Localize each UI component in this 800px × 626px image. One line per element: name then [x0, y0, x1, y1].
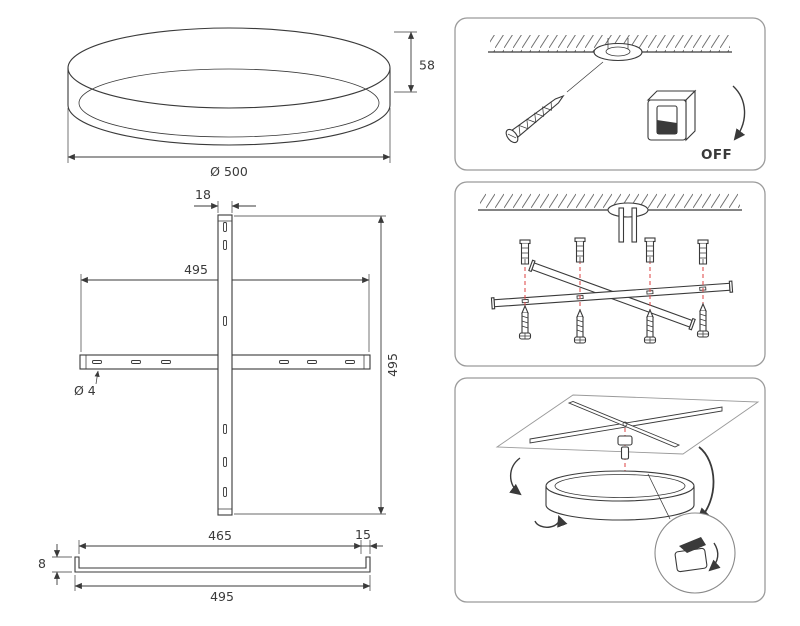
- power-switch-icon: [646, 89, 697, 142]
- ceiling-hatching: [490, 35, 730, 52]
- dimension-profile-height: 8: [38, 544, 72, 585]
- bracket-mounting-slots: [92, 222, 355, 497]
- alignment-guide-line: [566, 61, 604, 93]
- profile-end-tab-label: 15: [355, 527, 371, 542]
- mounting-bracket-perspective: [490, 259, 734, 331]
- dimension-profile-total-length: 495: [74, 575, 371, 604]
- wall-plug-icon: [697, 239, 709, 265]
- spring-clip-icon: [679, 537, 706, 553]
- step-panel-drill-and-power-off: OFF: [454, 17, 766, 171]
- bracket-vertical-span-label: 495: [385, 353, 400, 377]
- wire-connector: [617, 435, 633, 460]
- dimension-profile-end-tab: 15: [355, 527, 383, 554]
- dimension-lamp-height: 58: [394, 31, 435, 93]
- figure-bracket-plan-view: 495 495 18: [74, 187, 400, 516]
- bracket-arm-width-label: 18: [195, 187, 211, 202]
- profile-total-length-label: 495: [210, 589, 234, 604]
- hole-diameter-label: Ø 4: [74, 383, 96, 398]
- ceiling-hatching: [480, 193, 740, 210]
- step-panel-mount-bracket: [454, 181, 766, 367]
- step-panel-attach-lamp: [454, 377, 766, 603]
- wall-plug-icon: [644, 237, 656, 263]
- lamp-height-label: 58: [419, 58, 435, 73]
- bracket-cross-plan: [79, 214, 371, 516]
- clip-housing: [674, 547, 708, 573]
- dimension-lamp-diameter: Ø 500: [67, 108, 391, 179]
- lamp-body-3d: [545, 470, 695, 521]
- wall-plug-icon: [574, 237, 586, 263]
- clip-detail-magnifier: [654, 512, 736, 594]
- off-label: OFF: [701, 147, 732, 163]
- lamp-diffuser-edge: [78, 68, 380, 138]
- supply-wire: [618, 207, 625, 243]
- supply-wire: [631, 207, 638, 243]
- rotate-arrow-left-icon: [509, 457, 522, 496]
- alignment-guides: [524, 246, 704, 336]
- clip-action-arrow-icon: [708, 542, 721, 572]
- bracket-bar-long: [490, 280, 734, 310]
- lamp-body-drawing: [67, 27, 391, 146]
- profile-inner-length-label: 465: [208, 528, 232, 543]
- rotate-arrow-bottom-icon: [534, 515, 568, 528]
- rocker-off-position: [657, 120, 677, 134]
- profile-height-label: 8: [38, 556, 46, 571]
- dimension-profile-inner-length: 465: [78, 528, 362, 554]
- dimension-bracket-vertical-span: 495: [234, 215, 400, 515]
- detail-leader-line: [647, 473, 671, 520]
- bracket-horizontal-span-label: 495: [184, 262, 208, 277]
- ceiling-hole-with-wires: [607, 202, 649, 243]
- switch-off-arrow-icon: [732, 85, 746, 141]
- wall-plug-icon: [519, 239, 531, 265]
- screw-icon: [505, 94, 565, 144]
- profile-outline: [74, 556, 371, 573]
- bracket-vertical-arm: [217, 214, 233, 516]
- drilled-hole: [593, 38, 643, 62]
- figure-bracket-profile-view: 465 15 8 495: [38, 527, 383, 604]
- dimension-bracket-arm-width: 18: [194, 187, 256, 213]
- bracket-end-fold-lines: [85, 220, 365, 510]
- figure-lamp-front-view: 58 Ø 500: [67, 27, 435, 179]
- hole-diameter-callout: Ø 4: [74, 370, 100, 398]
- lamp-diameter-label: Ø 500: [210, 164, 248, 179]
- bracket-on-ceiling: [529, 401, 723, 448]
